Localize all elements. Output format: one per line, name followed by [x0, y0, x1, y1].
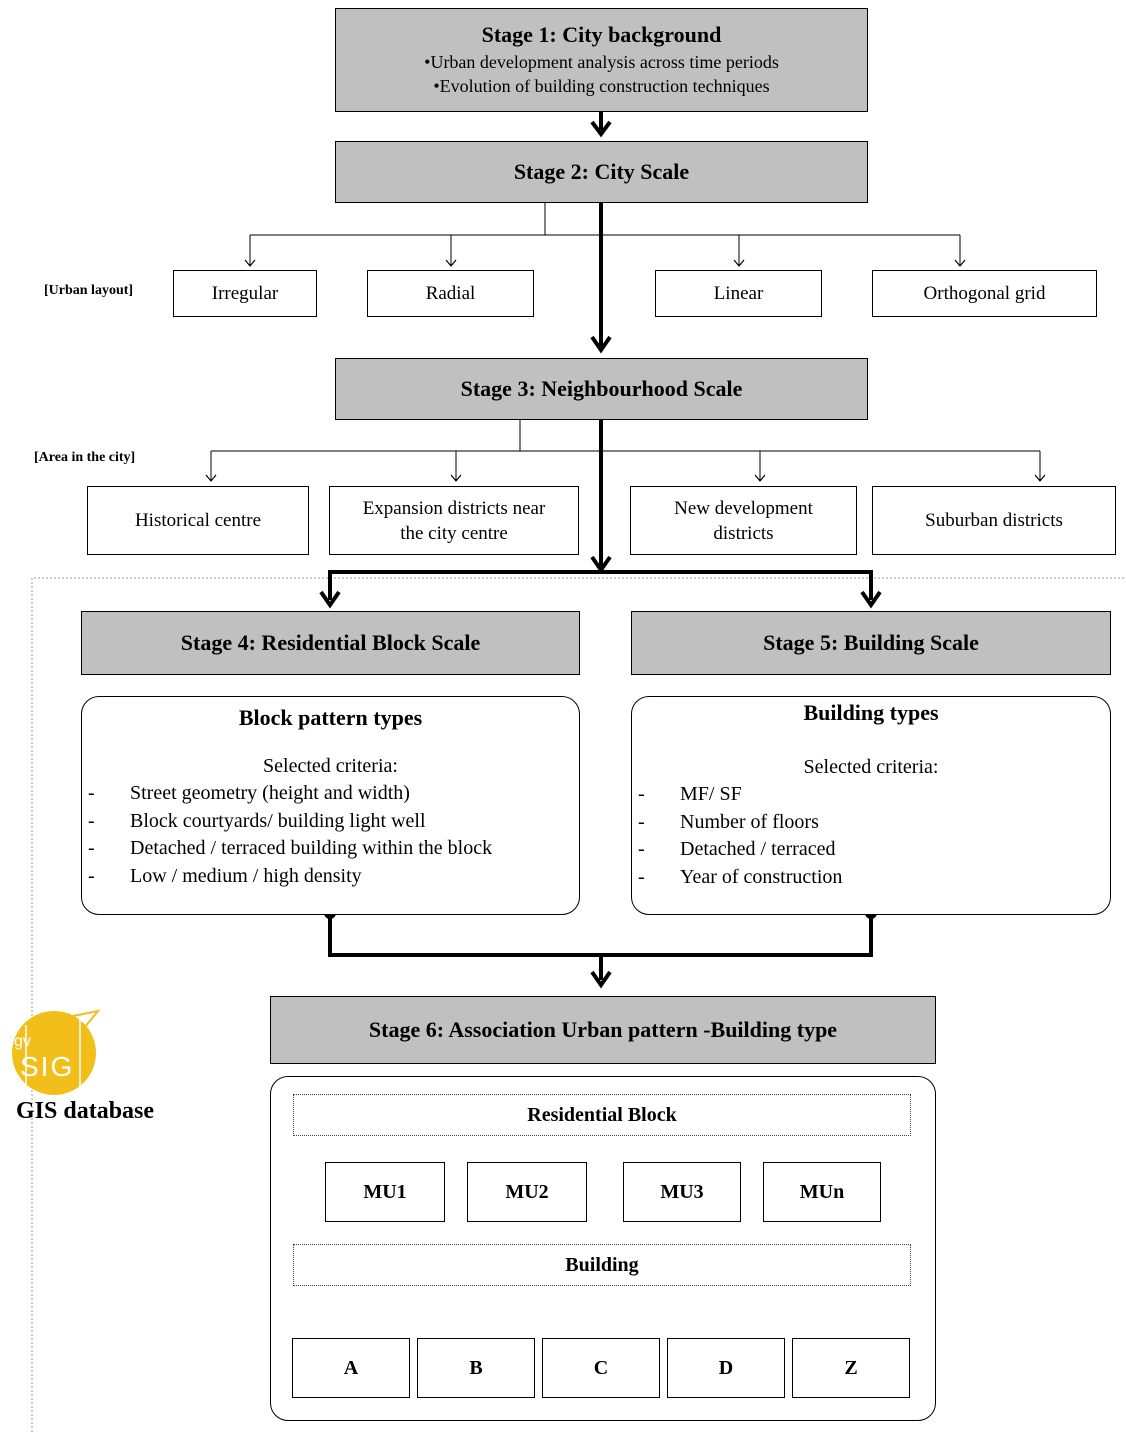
building-criterion: -Number of floors: [638, 810, 819, 833]
area-option-historical-centre: Historical centre: [87, 486, 309, 555]
gvsig-logo-text: SIG: [20, 1051, 75, 1082]
layout-option-radial: Radial: [367, 270, 534, 317]
urban-layout-branch: [244, 203, 966, 267]
building-type-box: B: [417, 1338, 535, 1398]
stage5-title: Stage 5: Building Scale: [763, 630, 979, 655]
building-layer: Building: [293, 1244, 911, 1286]
stage1-bullet-2: •Evolution of building construction tech…: [433, 76, 770, 96]
building-criterion: -Year of construction: [638, 865, 843, 888]
gvsig-logo-small-text: gv: [14, 1033, 31, 1050]
stage6-title: Stage 6: Association Urban pattern -Buil…: [368, 1017, 838, 1042]
stage3-box: Stage 3: Neighbourhood Scale: [335, 358, 868, 420]
block-criteria-list: -Street geometry (height and width) -Blo…: [82, 780, 579, 890]
mu-box: MU1: [325, 1162, 445, 1222]
stage2-box: Stage 2: City Scale: [335, 141, 868, 203]
gvsig-logo: gv SIG: [6, 1003, 102, 1099]
building-criterion: -MF/ SF: [638, 783, 742, 805]
stage3-title: Stage 3: Neighbourhood Scale: [460, 376, 743, 401]
gis-database-label: GIS database: [16, 1098, 155, 1124]
stage1-title: Stage 1: City background: [481, 22, 722, 47]
area-option-expansion-districts: Expansion districts near the city centre: [329, 486, 579, 555]
stage4-box: Stage 4: Residential Block Scale: [81, 611, 580, 675]
building-types-panel: Building types Selected criteria: -MF/ S…: [631, 696, 1111, 915]
building-type-box: Z: [792, 1338, 910, 1398]
section-boundary: [31, 577, 1126, 1432]
building-criteria-title: Selected criteria:: [803, 756, 939, 778]
area-option-suburban: Suburban districts: [872, 486, 1116, 555]
building-criterion: -Detached / terraced: [638, 838, 836, 860]
residential-block-layer: Residential Block: [293, 1094, 911, 1136]
mu-box: MU2: [467, 1162, 587, 1222]
stage2-title: Stage 2: City Scale: [513, 159, 690, 184]
arrow-panels-stage6: [328, 914, 873, 989]
block-pattern-title: Block pattern types: [238, 705, 423, 730]
building-type-box: C: [542, 1338, 660, 1398]
building-criteria-list: -MF/ SF -Number of floors -Detached / te…: [632, 781, 1110, 891]
stage1-box: Stage 1: City background •Urban developm…: [335, 8, 868, 112]
mu-box: MU3: [623, 1162, 741, 1222]
block-criterion: -Block courtyards/ building light well: [88, 809, 426, 832]
building-types-title: Building types: [803, 700, 939, 725]
layout-option-orthogonal-grid: Orthogonal grid: [872, 270, 1097, 317]
block-criterion: -Low / medium / high density: [88, 864, 362, 887]
stage6-box: Stage 6: Association Urban pattern -Buil…: [270, 996, 936, 1064]
mu-box: MUn: [763, 1162, 881, 1222]
stage4-title: Stage 4: Residential Block Scale: [180, 630, 481, 655]
layout-option-linear: Linear: [655, 270, 822, 317]
arrow-stage3-stage4-5: [319, 420, 882, 609]
stage1-bullet-1: •Urban development analysis across time …: [424, 52, 779, 72]
stage5-box: Stage 5: Building Scale: [631, 611, 1111, 675]
block-criterion: -Detached / terraced building within the…: [88, 837, 493, 859]
building-type-box: D: [667, 1338, 785, 1398]
urban-layout-tag: [Urban layout]: [44, 283, 134, 298]
gvsig-logo-icon: [12, 1009, 101, 1095]
block-criterion: -Street geometry (height and width): [88, 782, 410, 804]
building-type-box: A: [292, 1338, 410, 1398]
layout-option-irregular: Irregular: [173, 270, 317, 317]
area-option-new-development: New development districts: [630, 486, 857, 555]
block-criteria-title: Selected criteria:: [263, 755, 398, 777]
area-tag: [Area in the city]: [34, 450, 136, 465]
block-pattern-panel: Block pattern types Selected criteria: -…: [81, 696, 580, 915]
area-branch: [205, 420, 1046, 482]
